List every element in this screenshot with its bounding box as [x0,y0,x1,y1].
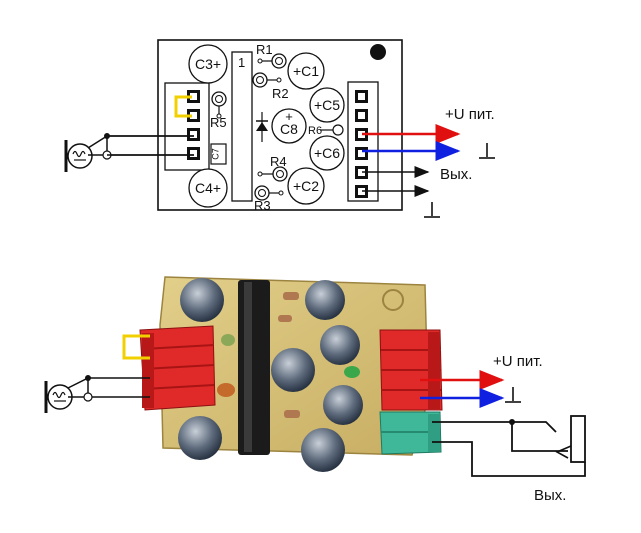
c1-label: +C1 [293,63,319,79]
output-connector [347,81,379,202]
jumper-wire [122,334,150,360]
input-connector-red [139,325,216,411]
electrolytic-capacitors [178,278,363,472]
output-label-photo: Вых. [534,487,566,504]
schematic-diagram: 1 C3+ C4+ +C1 +C5 +C6 +C2 + C8 C7 [64,39,495,218]
ground-symbol [479,143,495,159]
junction-dot [104,133,110,139]
microphone-icon [44,381,73,413]
c4-label: C4+ [195,180,221,196]
headphone-jack-icon [555,415,586,463]
output-connector-red [379,329,443,411]
output-connector-green [379,411,442,455]
junction-open [83,392,93,402]
c7-label: C7 [211,148,221,160]
capacitor-c2 [287,167,325,205]
c2-label: +C2 [293,178,319,194]
junction-dot [85,375,91,381]
c8-label: C8 [280,121,298,137]
pin-one-marker: 1 [238,55,245,70]
r6-label: R6 [308,125,322,137]
power-label: +U пит. [445,106,495,123]
output-label: Вых. [440,166,472,183]
capacitor-c4 [188,168,228,208]
ground-symbol [505,387,521,403]
c8-plus-label: + [285,109,293,124]
resistor-r1 [257,53,287,69]
r1-label: R1 [256,42,273,57]
r2-label: R2 [272,86,289,101]
c6-label: +C6 [314,145,340,161]
amplifier-ic [238,280,270,455]
capacitor-c6 [309,135,345,171]
resistor-r2 [252,72,282,88]
capacitor-c3 [188,44,228,84]
output-wiring [432,421,586,477]
capacitor-c1 [287,52,325,90]
resistor-r3 [254,185,284,201]
power-label-photo: +U пит. [493,353,543,370]
diode-symbol [256,112,268,142]
junction-dot [509,419,515,425]
mounting-hole [370,44,386,60]
assembled-board-photo: +U пит. Вых. [44,276,586,504]
r3-label: R3 [254,198,271,213]
jumper-wire [174,95,192,118]
capacitor-c8 [271,108,307,144]
microphone-icon [64,140,93,172]
c5-label: +C5 [314,97,340,113]
mic-wiring [67,377,150,398]
r4-label: R4 [270,154,287,169]
resistor-r5 [211,91,227,119]
c3-label: C3+ [195,56,221,72]
resistor-r6 [320,124,344,136]
r5-label: R5 [210,115,227,130]
ic-strip [231,51,253,202]
resistor-r4 [257,166,288,182]
small-components [217,289,404,418]
capacitor-c7 [210,143,227,165]
capacitor-c5 [309,87,345,123]
ground-symbol [424,202,440,218]
